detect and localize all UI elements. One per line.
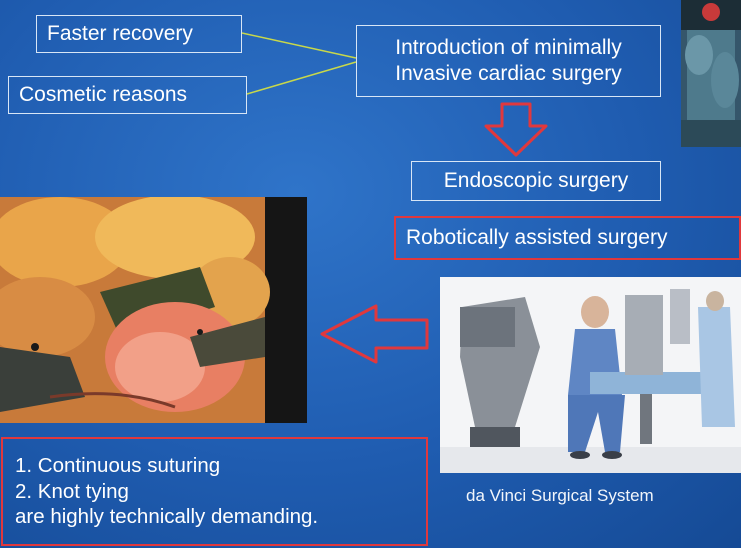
- introduction-box: Introduction of minimally Invasive cardi…: [356, 25, 661, 97]
- connector-line-cosmetic: [247, 62, 356, 94]
- down-arrow: [486, 104, 546, 155]
- list-conclusion: are highly technically demanding.: [15, 504, 318, 530]
- davinci-caption: da Vinci Surgical System: [466, 486, 741, 506]
- endoscopic-surgery-label: Endoscopic surgery: [444, 168, 628, 194]
- cosmetic-reasons-label: Cosmetic reasons: [19, 82, 187, 108]
- cosmetic-reasons-box: Cosmetic reasons: [8, 76, 247, 114]
- left-arrow: [322, 306, 427, 362]
- davinci-system-photo: [440, 277, 741, 473]
- introduction-line-2: Invasive cardiac surgery: [395, 61, 621, 87]
- endoscopic-view-photo: [0, 197, 307, 423]
- robotic-surgery-box: Robotically assisted surgery: [394, 216, 741, 260]
- faster-recovery-box: Faster recovery: [36, 15, 242, 53]
- list-item-knot-tying: 2. Knot tying: [15, 479, 129, 505]
- faster-recovery-label: Faster recovery: [47, 21, 193, 47]
- endoscopic-surgery-box: Endoscopic surgery: [411, 161, 661, 201]
- robotic-surgery-label: Robotically assisted surgery: [406, 225, 667, 251]
- introduction-line-1: Introduction of minimally: [395, 35, 621, 61]
- demands-list-box: 1. Continuous suturing 2. Knot tying are…: [1, 437, 428, 546]
- list-item-suturing: 1. Continuous suturing: [15, 453, 220, 479]
- connector-line-faster: [242, 33, 356, 58]
